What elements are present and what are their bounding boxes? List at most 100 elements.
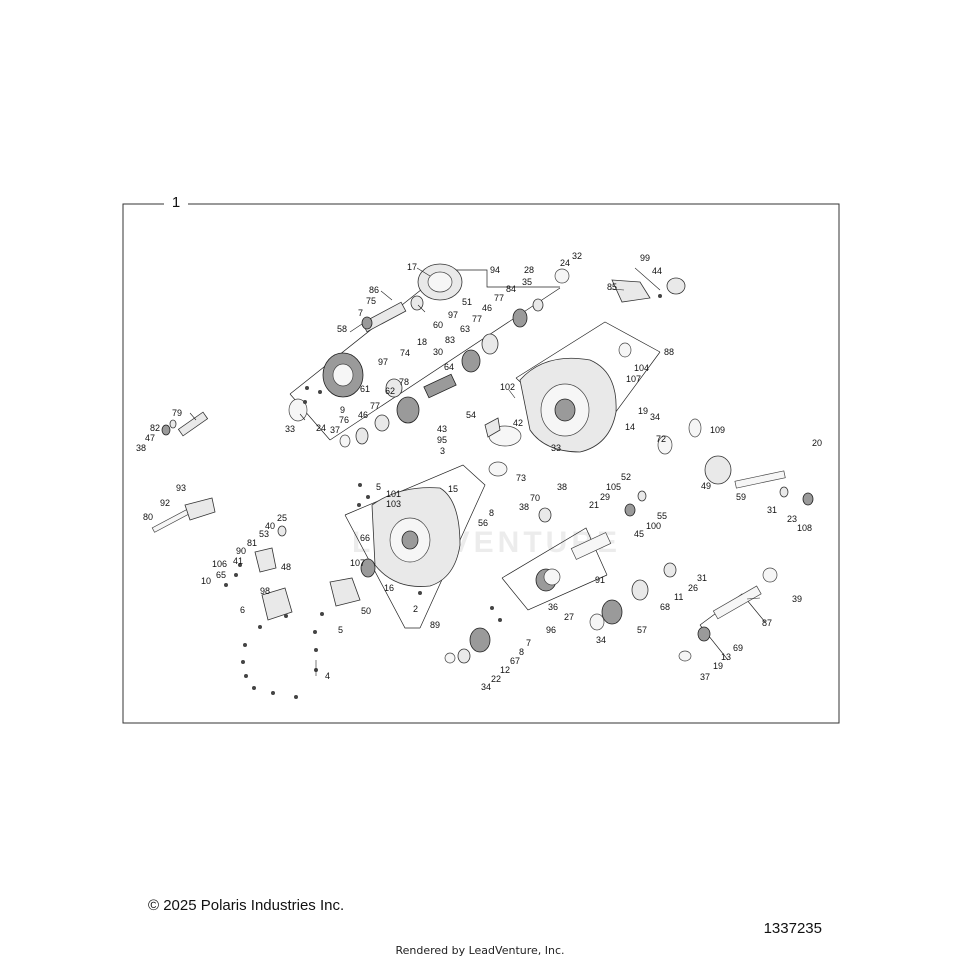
callout: 92 <box>160 498 170 508</box>
callout: 65 <box>216 570 226 580</box>
callout: 28 <box>524 265 534 275</box>
callout: 78 <box>399 377 409 387</box>
callout: 64 <box>444 362 454 372</box>
callout: 87 <box>762 618 772 628</box>
callout: 94 <box>490 265 500 275</box>
callout: 12 <box>500 665 510 675</box>
callout: 89 <box>430 620 440 630</box>
callout: 46 <box>482 303 492 313</box>
callout: 41 <box>233 556 243 566</box>
callout: 20 <box>812 438 822 448</box>
callout: 5 <box>376 482 381 492</box>
callout: 38 <box>557 482 567 492</box>
callout: 26 <box>688 583 698 593</box>
callout: 76 <box>339 415 349 425</box>
callout: 51 <box>462 297 472 307</box>
callout: 34 <box>596 635 606 645</box>
callout: 84 <box>506 284 516 294</box>
callout: 82 <box>150 423 160 433</box>
callout: 102 <box>500 382 515 392</box>
callout: 36 <box>548 602 558 612</box>
callout: 61 <box>360 384 370 394</box>
callout: 106 <box>212 559 227 569</box>
group-brackets <box>289 269 766 661</box>
callout: 22 <box>491 674 501 684</box>
callout: 70 <box>530 493 540 503</box>
callout: 55 <box>657 511 667 521</box>
callout: 46 <box>358 410 368 420</box>
lower-housing <box>329 461 508 607</box>
callout: 103 <box>386 499 401 509</box>
callout: 77 <box>472 314 482 324</box>
callout: 24 <box>316 423 326 433</box>
callout: 60 <box>433 320 443 330</box>
callout: 44 <box>652 266 662 276</box>
callout: 85 <box>607 282 617 292</box>
callout: 35 <box>522 277 532 287</box>
callout: 37 <box>700 672 710 682</box>
callout: 101 <box>386 489 401 499</box>
callout: 38 <box>136 443 146 453</box>
shaft-assemblies <box>151 411 814 664</box>
leader-lines <box>189 267 761 676</box>
callout: 90 <box>236 546 246 556</box>
callout: 17 <box>407 262 417 272</box>
callout: 29 <box>600 492 610 502</box>
callout: 34 <box>650 412 660 422</box>
callout: 68 <box>660 602 670 612</box>
callout: 7 <box>358 308 363 318</box>
callout: 83 <box>445 335 455 345</box>
fasteners <box>224 294 662 699</box>
callout: 11 <box>674 592 683 602</box>
callout: 50 <box>361 606 371 616</box>
callout: 58 <box>337 324 347 334</box>
callout: 77 <box>370 401 380 411</box>
callout: 2 <box>413 604 418 614</box>
callout: 25 <box>277 513 287 523</box>
callout: 32 <box>572 251 582 261</box>
callout: 107 <box>626 374 641 384</box>
callout: 99 <box>640 253 650 263</box>
callout: 62 <box>385 386 395 396</box>
callout: 6 <box>240 605 245 615</box>
callout-labels: 17 94 86 75 7 58 60 97 51 18 74 97 61 9 … <box>136 251 822 692</box>
callout: 7 <box>526 638 531 648</box>
callout: 63 <box>460 324 470 334</box>
callout: 79 <box>172 408 182 418</box>
callout: 86 <box>369 285 379 295</box>
callout: 95 <box>437 435 447 445</box>
callout: 52 <box>621 472 631 482</box>
callout: 18 <box>417 337 427 347</box>
callout: 4 <box>325 671 330 681</box>
callout: 30 <box>433 347 443 357</box>
callout: 66 <box>360 533 370 543</box>
callout: 39 <box>792 594 802 604</box>
assembly-frame <box>122 203 840 724</box>
callout: 97 <box>448 310 458 320</box>
callout: 31 <box>697 573 707 583</box>
callout: 75 <box>366 296 376 306</box>
callout: 57 <box>637 625 647 635</box>
callout: 19 <box>713 661 723 671</box>
callout: 47 <box>145 433 155 443</box>
differential-gear-cluster <box>288 263 632 448</box>
callout: 43 <box>437 424 447 434</box>
callout: 27 <box>564 612 574 622</box>
callout: 40 <box>265 521 275 531</box>
callout: 77 <box>494 293 504 303</box>
callout: 8 <box>489 508 494 518</box>
callout: 109 <box>710 425 725 435</box>
document-number: 1337235 <box>763 920 822 937</box>
callout: 38 <box>519 502 529 512</box>
callout: 56 <box>478 518 488 528</box>
callout: 3 <box>440 446 445 456</box>
callout: 21 <box>589 500 599 510</box>
callout: 33 <box>285 424 295 434</box>
callout: 69 <box>733 643 743 653</box>
upper-housing <box>488 277 686 453</box>
assembly-callout: 1 <box>164 194 188 211</box>
callout: 93 <box>176 483 186 493</box>
callout: 13 <box>721 652 731 662</box>
callout: 33 <box>551 443 561 453</box>
